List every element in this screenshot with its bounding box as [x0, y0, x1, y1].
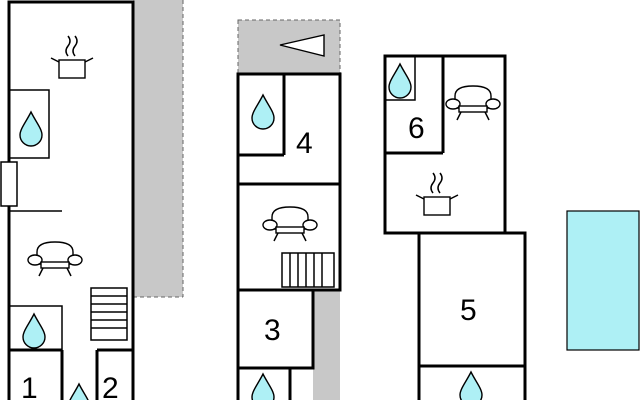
window — [0, 161, 18, 207]
room-label: 3 — [264, 314, 281, 347]
arrow-left-icon — [279, 34, 325, 57]
water-drop-icon — [22, 313, 46, 349]
sofa-icon — [27, 241, 83, 277]
building-a: 1 2 — [0, 0, 184, 400]
water-drop-icon — [19, 111, 43, 147]
water-drop-icon — [251, 373, 275, 400]
room-label: 5 — [460, 294, 477, 327]
water-drop-icon — [251, 94, 275, 130]
water-drop-icon — [67, 383, 91, 400]
water-drop-icon — [459, 371, 483, 400]
terrace-a — [133, 0, 183, 297]
building-c: 6 5 — [383, 54, 527, 400]
stairs-icon — [281, 252, 335, 288]
room-label: 2 — [102, 372, 119, 400]
room-label: 6 — [408, 112, 425, 145]
room-label: 1 — [21, 372, 38, 400]
water-drop-icon — [388, 63, 412, 99]
sofa-icon — [445, 85, 501, 121]
cooking-pot-icon — [415, 172, 459, 216]
pool — [566, 210, 640, 351]
building-b: 4 3 — [236, 19, 342, 400]
terrace-c — [313, 291, 340, 400]
cooking-pot-icon — [50, 35, 94, 79]
sofa-icon — [262, 206, 318, 242]
room-label: 4 — [296, 127, 313, 160]
stairs-icon — [90, 287, 128, 341]
